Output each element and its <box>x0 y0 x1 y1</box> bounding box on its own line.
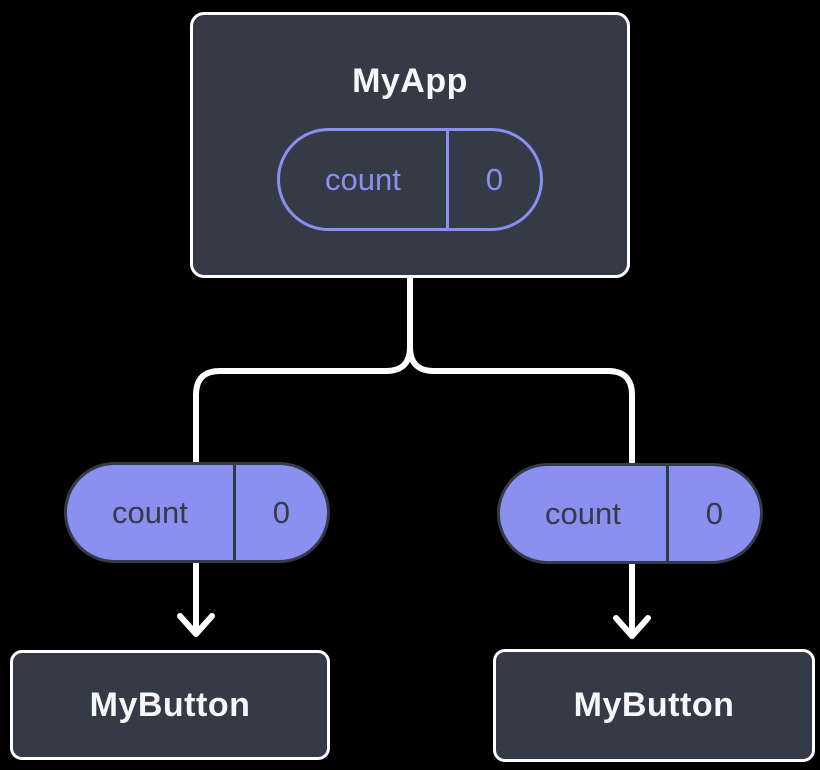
prop-pill-right-value: 0 <box>705 495 724 531</box>
prop-pill-left-label: count <box>112 494 188 530</box>
connector-right-branch <box>407 278 635 464</box>
state-pill-label: count <box>325 161 401 197</box>
node-mybutton-left-title: MyButton <box>89 685 251 724</box>
arrow-right-head-icon <box>613 615 651 639</box>
prop-pill-right: count 0 <box>497 463 763 564</box>
pill-divider <box>445 131 449 228</box>
arrow-left-head-icon <box>177 613 215 637</box>
prop-pill-left: count 0 <box>64 462 330 563</box>
pill-divider <box>232 465 236 560</box>
prop-pill-left-value: 0 <box>272 494 291 530</box>
node-mybutton-right: MyButton <box>493 649 815 762</box>
prop-pill-right-label: count <box>545 495 621 531</box>
state-pill-value: 0 <box>485 161 504 197</box>
node-myapp: MyApp count 0 <box>190 12 630 278</box>
state-pill: count 0 <box>277 128 543 231</box>
node-mybutton-left: MyButton <box>10 650 330 760</box>
connector-left-branch <box>193 278 413 462</box>
node-mybutton-right-title: MyButton <box>573 686 735 724</box>
node-myapp-title: MyApp <box>352 62 468 100</box>
pill-divider <box>665 466 669 561</box>
